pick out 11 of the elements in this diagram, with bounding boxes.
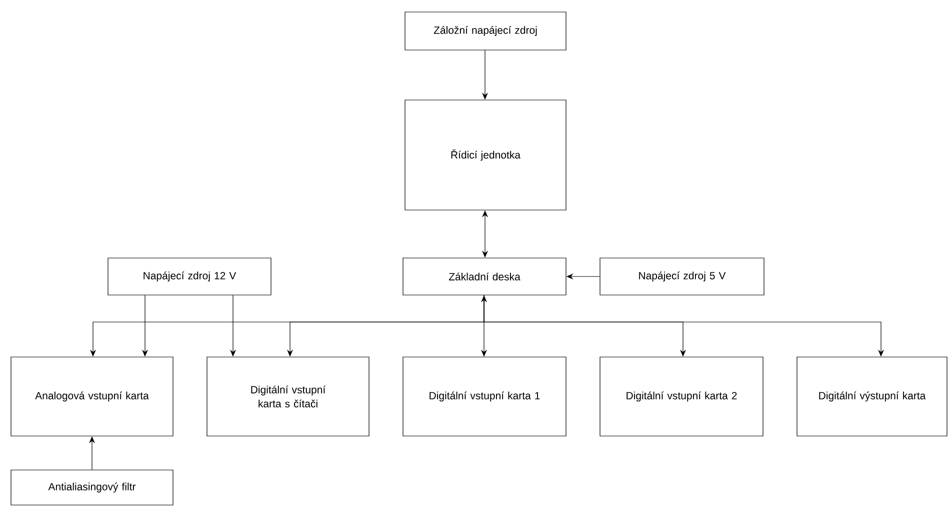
process-box: Digitální vstupní karta s čítači — [206, 356, 370, 436]
process-box: Řídicí jednotka — [404, 100, 566, 210]
process-box: Napájecí zdroj 12 V — [108, 258, 272, 296]
process-box: Digitální vstupní karta 1 — [402, 356, 566, 436]
process-box: Analogová vstupní karta — [10, 356, 174, 436]
process-box: Záložní napájecí zdroj — [404, 12, 566, 50]
process-box: Základní deska — [402, 258, 566, 296]
process-box: Antialiasingový filtr — [10, 470, 174, 506]
process-box: Digitální výstupní karta — [796, 356, 948, 436]
process-box: Napájecí zdroj 5 V — [600, 258, 764, 296]
process-box: Digitální vstupní karta 2 — [600, 356, 764, 436]
